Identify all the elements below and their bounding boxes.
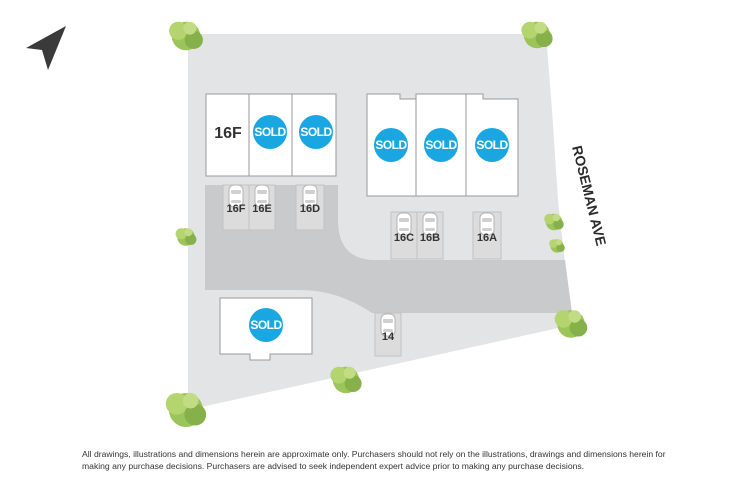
sold-badge-14 [249,308,283,342]
parking-label-16D: 16D [300,203,320,215]
sold-label-16E: SOLD [254,125,286,139]
sold-label-16C: SOLD [375,138,407,152]
sold-label-16B: SOLD [425,138,457,152]
building-16C-16A [366,93,519,197]
parking-label-16C: 16C [394,232,414,244]
parking-label-16E: 16E [252,203,272,215]
parking-label-16A: 16A [477,232,497,244]
sold-label-14: SOLD [250,318,282,332]
sold-badges: SOLD SOLD SOLD SOLD SOLD SOLD [249,115,509,342]
unit-label-16F: 16F [214,125,242,142]
sold-badge-16E [253,115,287,149]
sold-badge-16A [475,128,509,162]
parking-labels: 16F 16E 16D 16C 16B 16A 14 [227,203,498,343]
north-arrow-icon [26,26,66,70]
sold-badge-16D [299,115,333,149]
street-name: ROSEMAN AVE [569,144,609,248]
sold-label-16A: SOLD [476,138,508,152]
parking-label-16B: 16B [420,232,440,244]
tree-icon [169,21,203,51]
sold-label-16D: SOLD [300,125,332,139]
disclaimer: All drawings, illustrations and dimensio… [82,449,666,471]
parking-label-16F: 16F [227,203,246,215]
tree-icon [554,310,588,338]
sold-badge-16B [424,128,458,162]
parking-label-14: 14 [382,331,395,343]
sold-badge-16C [374,128,408,162]
